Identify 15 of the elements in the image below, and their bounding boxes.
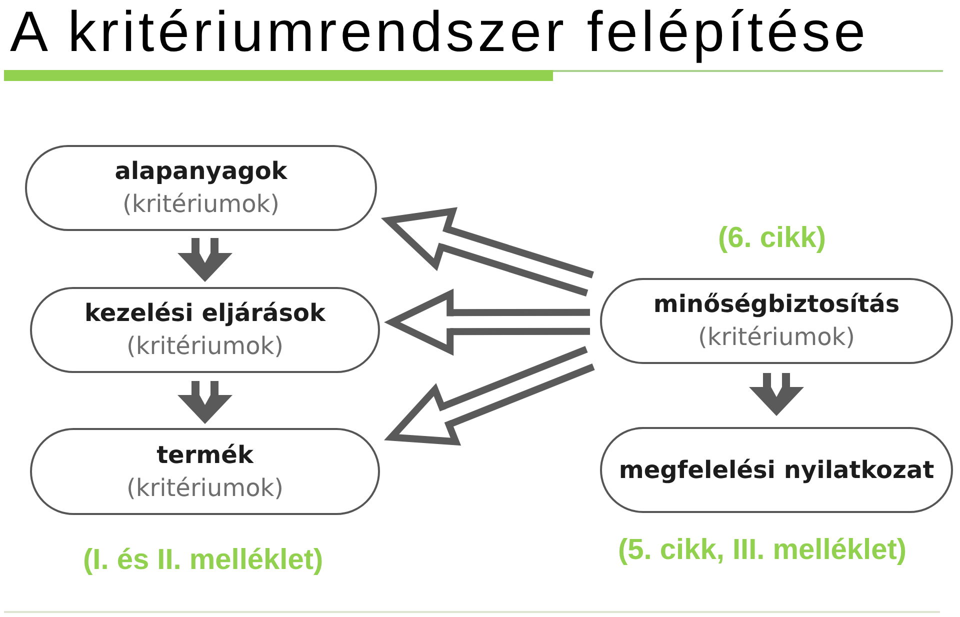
node-title: megfelelési nyilatkozat xyxy=(618,454,934,486)
node-title: termék xyxy=(156,440,254,470)
node-title: kezelési eljárások xyxy=(84,298,326,329)
node-subtitle: (kritériumok) xyxy=(122,189,280,220)
node-title: alapanyagok xyxy=(114,156,288,187)
double-line-arrow xyxy=(384,346,597,446)
node-subtitle: (kritériumok) xyxy=(126,472,284,504)
annotation: (I. és II. melléklet) xyxy=(83,543,324,577)
page-title: A kritériumrendszer felépítése xyxy=(10,0,869,64)
node-title: minőségbiztosítás xyxy=(653,289,900,320)
node-subtitle: (kritériumok) xyxy=(698,322,856,353)
annotation: (6. cikk) xyxy=(718,221,826,255)
annotation: (5. cikk, III. melléklet) xyxy=(618,533,907,567)
node-subtitle: (kritériumok) xyxy=(126,331,284,362)
double-line-arrow xyxy=(380,207,594,297)
